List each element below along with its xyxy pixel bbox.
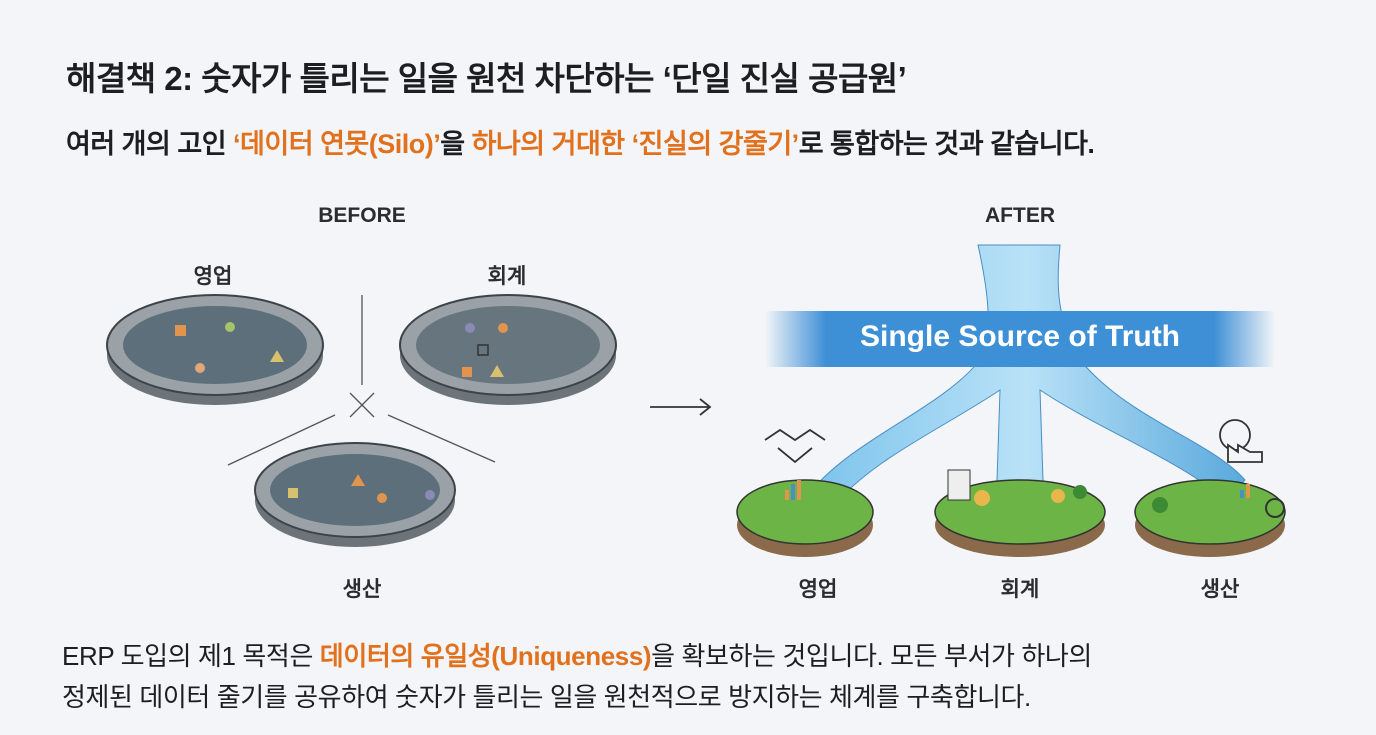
body-line-1: ERP 도입의 제1 목적은 데이터의 유일성(Uniqueness)을 확보하… — [62, 636, 1092, 677]
subtitle-text: 을 — [440, 129, 472, 159]
body-paragraph: ERP 도입의 제1 목적은 데이터의 유일성(Uniqueness)을 확보하… — [62, 636, 1092, 718]
handshake-icon — [764, 428, 826, 464]
pond-label-sales: 영업 — [193, 265, 233, 288]
banner-title: Single Source of Truth — [859, 320, 1181, 353]
subtitle-highlight-silo: ‘데이터 연못(Silo)’ — [233, 129, 441, 159]
body-text: 을 확보하는 것입니다. 모든 부서가 하나의 — [651, 641, 1092, 671]
pond-production — [254, 442, 456, 547]
body-line-2: 정제된 데이터 줄기를 공유하여 숫자가 틀리는 일을 원천적으로 방지하는 체… — [62, 682, 1031, 712]
island-label-accounting: 회계 — [1000, 578, 1040, 601]
subtitle-highlight-river: 하나의 거대한 ‘진실의 강줄기’ — [471, 129, 800, 159]
after-heading: AFTER — [985, 204, 1055, 227]
arrow-right-icon — [650, 398, 712, 416]
body-text: ERP 도입의 제1 목적은 — [62, 641, 320, 671]
island-label-sales: 영업 — [798, 578, 838, 601]
pond-label-accounting: 회계 — [487, 265, 527, 288]
island-accounting — [934, 469, 1106, 557]
pond-accounting — [399, 294, 617, 405]
island-sales — [736, 479, 874, 557]
subtitle-text: 여러 개의 고인 — [66, 129, 234, 159]
subtitle: 여러 개의 고인 ‘데이터 연못(Silo)’을 하나의 거대한 ‘진실의 강줄… — [66, 122, 1095, 161]
banner — [765, 311, 1275, 367]
factory-gear-icon — [1219, 419, 1263, 463]
island-label-production: 생산 — [1200, 578, 1240, 601]
pond-label-production: 생산 — [342, 578, 382, 601]
separator-lines — [227, 295, 496, 466]
pond-sales — [106, 294, 324, 405]
page-title: 해결책 2: 숫자가 틀리는 일을 원천 차단하는 ‘단일 진실 공급원’ — [66, 60, 907, 97]
body-highlight: 데이터의 유일성(Uniqueness) — [319, 641, 652, 671]
before-heading: BEFORE — [318, 204, 406, 227]
island-production — [1134, 479, 1286, 557]
subtitle-text: 로 통합하는 것과 같습니다. — [798, 129, 1095, 159]
